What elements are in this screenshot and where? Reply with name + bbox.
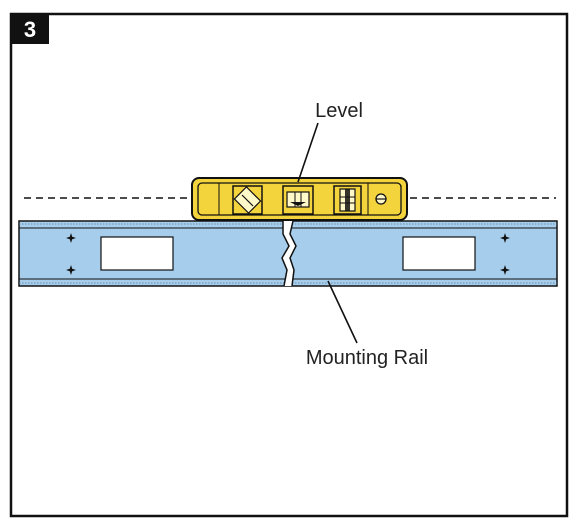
step-number: 3 <box>24 17 36 42</box>
mounting-rail <box>18 220 558 287</box>
level-callout-label: Level <box>315 100 363 122</box>
rail-slot-left <box>100 236 174 271</box>
hanging-hole-icon <box>375 193 387 205</box>
rail-callout-label: Mounting Rail <box>306 347 428 369</box>
rail-leader-line <box>327 280 358 344</box>
break-line-icon <box>282 221 296 286</box>
rail-slot-right <box>402 236 476 271</box>
mounting-hole-plus-icon <box>66 233 510 275</box>
level-tool-icon <box>191 177 408 221</box>
level-leader-line <box>297 122 319 183</box>
bubble-vial-horizontal-icon <box>282 185 314 215</box>
step-number-badge: 3 <box>11 14 49 44</box>
bubble-vial-vertical-icon <box>333 185 362 215</box>
bubble-vial-45-icon <box>232 185 263 215</box>
